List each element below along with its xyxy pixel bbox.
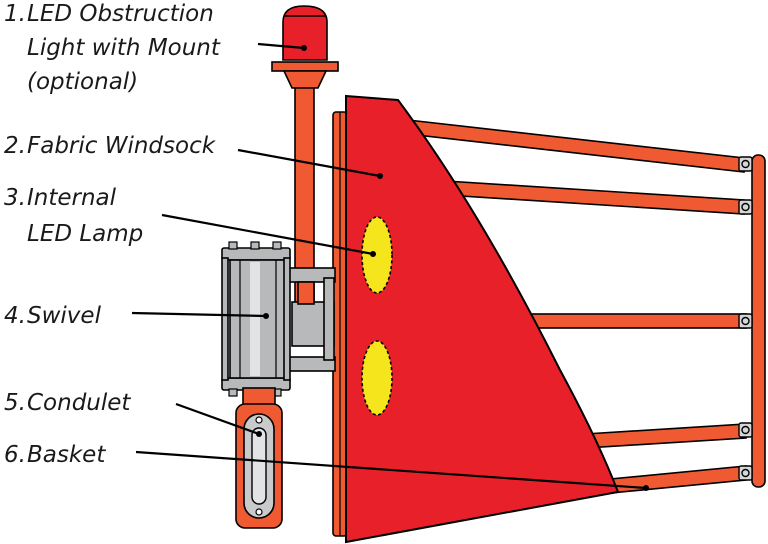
condulet bbox=[235, 387, 283, 529]
leader-1 bbox=[257, 42, 305, 50]
sock-mounting-plate bbox=[332, 111, 348, 537]
leader-3 bbox=[161, 213, 374, 256]
mount-bracket bbox=[282, 70, 328, 89]
label-5-line-1: Condulet bbox=[27, 390, 131, 416]
label-5-number: 5. bbox=[4, 390, 26, 416]
internal-led-lamp-upper bbox=[361, 216, 393, 294]
leader-2 bbox=[237, 148, 381, 178]
basket-rod-2 bbox=[429, 179, 745, 215]
label-4-number: 4. bbox=[4, 303, 26, 329]
label-3-line-1: Internal bbox=[27, 185, 117, 211]
leader-6 bbox=[135, 450, 647, 490]
internal-led-lamp-lower bbox=[361, 340, 393, 416]
label-6-number: 6. bbox=[4, 442, 26, 468]
obstruction-light-dome bbox=[282, 5, 328, 61]
basket-rod-4 bbox=[584, 423, 747, 449]
label-2-number: 2. bbox=[4, 133, 26, 159]
label-1-line-2: Light with Mount bbox=[27, 35, 221, 61]
leader-5 bbox=[175, 402, 260, 436]
label-2-line-1: Fabric Windsock bbox=[27, 133, 217, 159]
label-6-line-1: Basket bbox=[27, 442, 106, 468]
basket-end-ring bbox=[751, 154, 766, 488]
swivel-arms bbox=[284, 267, 336, 372]
basket-rod-5 bbox=[599, 465, 747, 495]
label-3-number: 3. bbox=[4, 185, 26, 211]
basket-rod-3 bbox=[519, 313, 747, 329]
label-3-line-2: LED Lamp bbox=[27, 221, 143, 247]
leader-4 bbox=[131, 311, 267, 318]
swivel bbox=[221, 241, 315, 397]
fabric-windsock bbox=[345, 94, 620, 544]
labels: 1. LED Obstruction Light with Mount (opt… bbox=[4, 1, 221, 468]
label-1-line-3: (optional) bbox=[27, 69, 138, 95]
label-4-line-1: Swivel bbox=[27, 303, 102, 329]
basket-frame bbox=[407, 119, 766, 495]
basket-fasteners bbox=[738, 156, 753, 481]
leader-lines bbox=[131, 42, 649, 491]
label-1-line-1: LED Obstruction bbox=[27, 1, 214, 27]
basket-rod-1 bbox=[407, 119, 745, 173]
label-1-number: 1. bbox=[4, 1, 26, 27]
mount-plate-top bbox=[271, 61, 339, 72]
